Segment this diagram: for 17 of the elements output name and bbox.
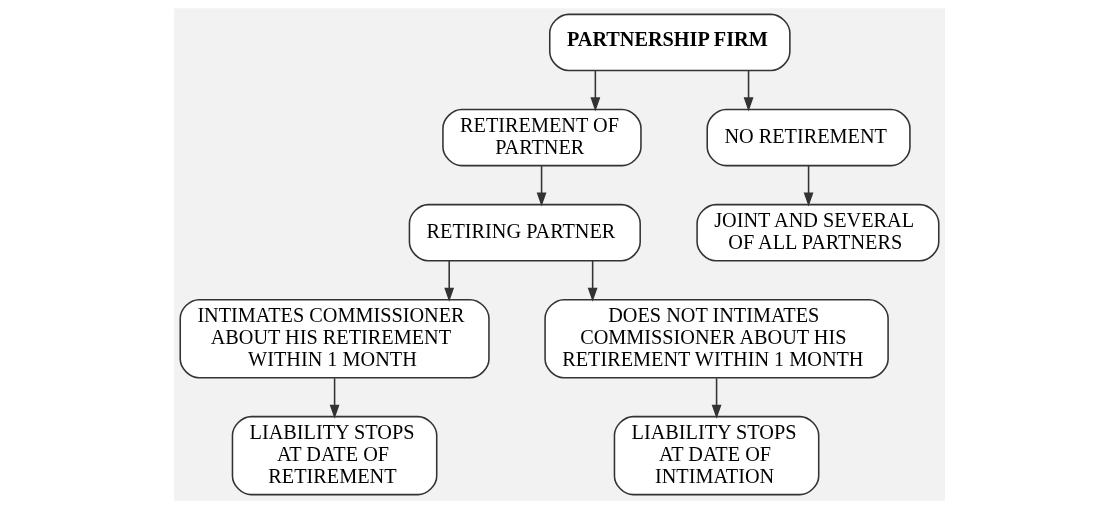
arrow (536, 165, 547, 207)
arrow (743, 70, 754, 112)
node-box: RETIREMENT OF PARTNER (442, 108, 642, 167)
node-box: RETIRING PARTNER (408, 203, 641, 262)
node-box: JOINT AND SEVERAL OF ALL PARTNERS (696, 203, 940, 262)
node-box: DOES NOT INTIMATES COMMISSIONER ABOUT HIS RETIREMENT WITHIN 1 MONTH (544, 298, 889, 379)
arrow (803, 165, 814, 207)
arrow (590, 70, 601, 112)
node-box: LIABILITY STOPS AT DATE OF RETIREMENT (231, 415, 438, 496)
arrow (329, 377, 340, 419)
node-box: LIABILITY STOPS AT DATE OF INTIMATION (613, 415, 820, 496)
node-box: INTIMATES COMMISSIONER ABOUT HIS RETIREMENT WITHIN 1 MONTH (179, 298, 490, 379)
node-box: NO RETIREMENT (706, 108, 911, 167)
arrow (587, 260, 598, 302)
arrow (711, 377, 722, 419)
node-box: PARTNERSHIP FIRM (549, 13, 791, 72)
arrow (444, 260, 455, 302)
